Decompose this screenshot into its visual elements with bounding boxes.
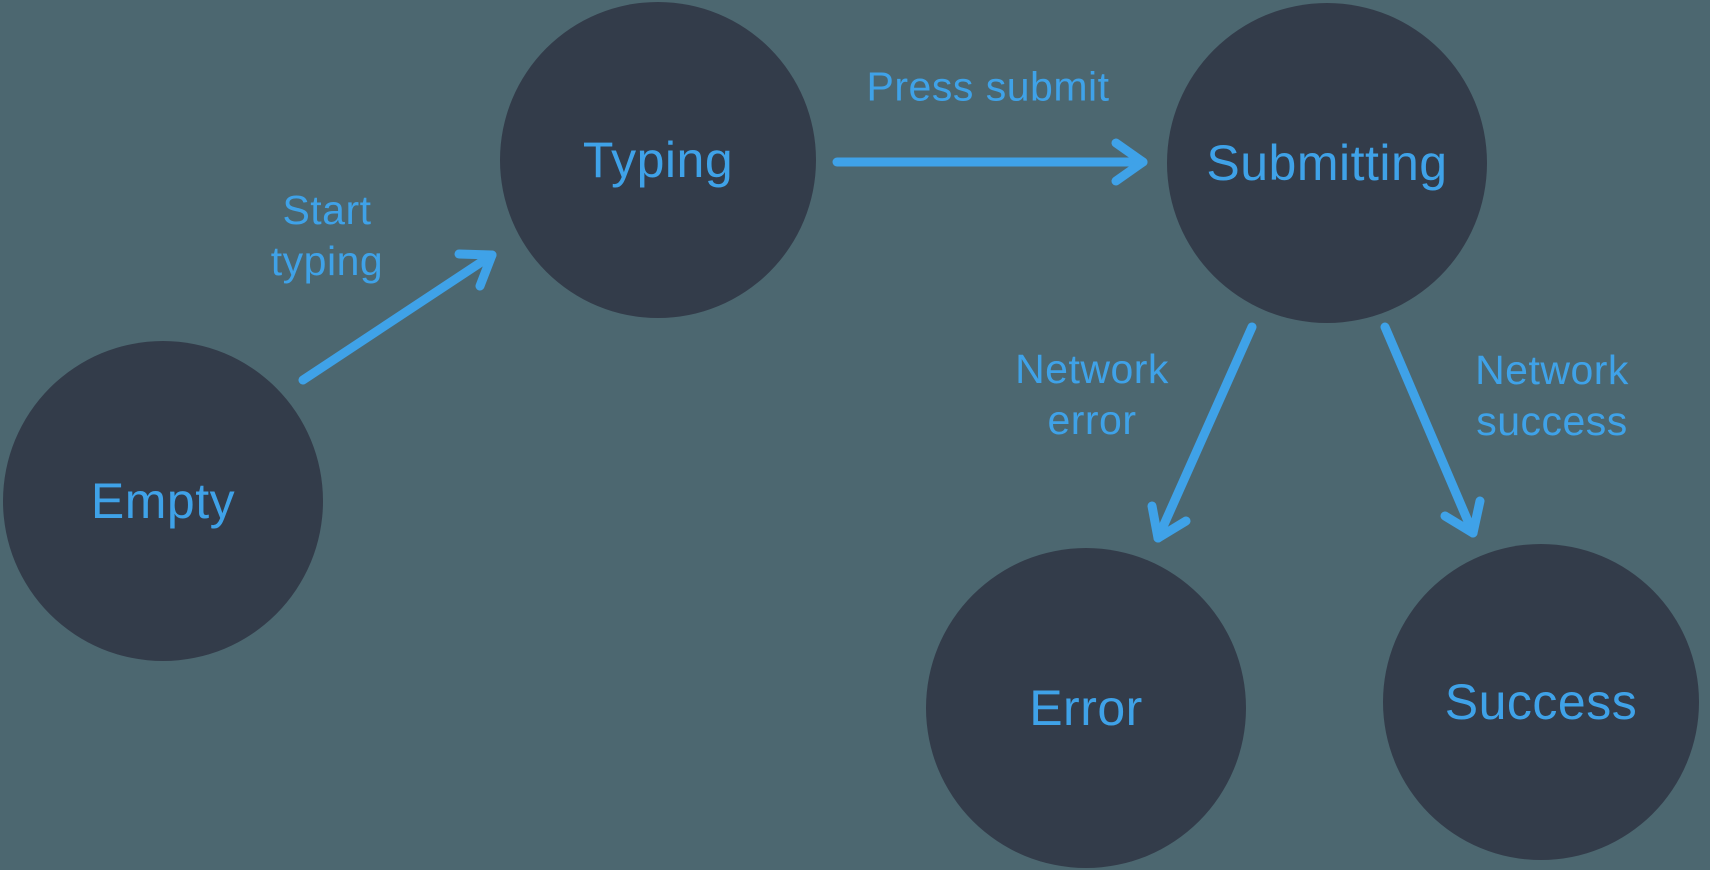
transition-label-line: typing — [270, 238, 384, 284]
state-node-submitting: Submitting — [1167, 3, 1487, 323]
state-label-empty: Empty — [90, 473, 236, 529]
transition-arrow-network-error — [1147, 322, 1257, 543]
arrowhead-icon — [1440, 496, 1485, 538]
transition-label-network-error: Network error — [1015, 344, 1169, 446]
transition-label-line: success — [1476, 398, 1628, 444]
transition-label-line: Network — [1015, 346, 1169, 392]
state-label-success: Success — [1444, 674, 1638, 730]
transition-label-line: Network — [1475, 347, 1629, 393]
arrowhead-icon — [1111, 138, 1148, 186]
transition-label-press-submit: Press submit — [867, 62, 1110, 113]
state-node-error: Error — [926, 548, 1246, 868]
transition-label-line: error — [1047, 397, 1137, 443]
state-label-submitting: Submitting — [1206, 135, 1448, 191]
transition-arrow-start-typing — [298, 249, 497, 385]
transition-arrow-network-success — [1380, 322, 1485, 538]
arrowhead-icon — [454, 249, 497, 291]
state-label-typing: Typing — [582, 132, 734, 188]
transition-arrow-press-submit — [832, 138, 1148, 186]
state-node-success: Success — [1383, 544, 1699, 860]
state-node-empty: Empty — [3, 341, 323, 661]
arrowhead-icon — [1147, 501, 1191, 543]
state-label-error: Error — [1029, 680, 1143, 736]
transition-label-line: Press submit — [866, 63, 1110, 110]
state-node-typing: Typing — [500, 2, 816, 318]
transition-label-line: Start — [282, 187, 372, 233]
transition-label-network-success: Network success — [1475, 345, 1629, 447]
transition-label-start-typing: Start typing — [271, 185, 383, 287]
